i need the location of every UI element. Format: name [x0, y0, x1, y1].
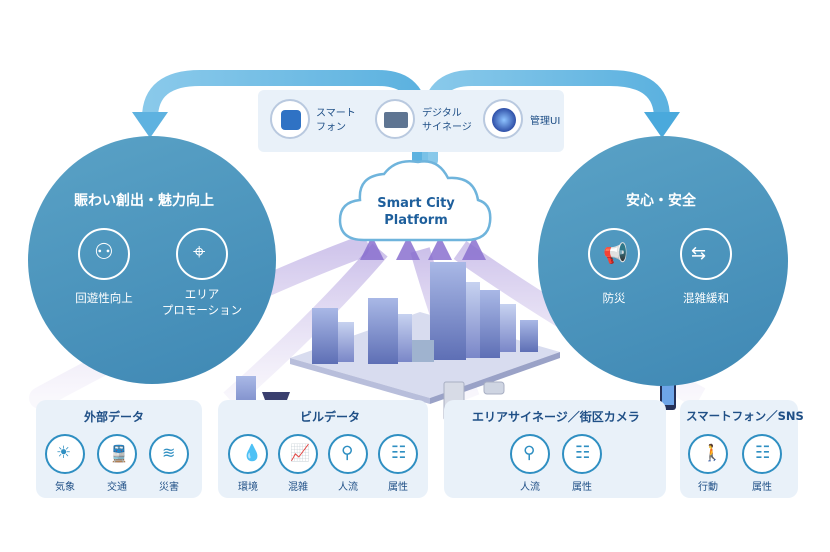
source-external-label-2: 交通: [107, 482, 127, 493]
source-building-ring-1: 💧: [228, 434, 268, 474]
smartphone-app-icon: [281, 110, 301, 130]
source-building-ring-3: ⚲: [328, 434, 368, 474]
right-goal-item-label-2: 混雑緩和: [683, 291, 729, 305]
environment-icon: 💧: [242, 443, 262, 462]
source-panel-signage: [444, 400, 666, 498]
area-map-pin-icon: ⌖: [193, 240, 206, 265]
source-building-label-1: 環境: [238, 482, 258, 493]
source-building-label-3: 人流: [338, 482, 358, 493]
digital-signage-icon: [384, 112, 408, 128]
megaphone-icon: 📢: [603, 241, 628, 265]
channel-icon-2: [375, 99, 415, 139]
source-building-ring-2: 📈: [278, 434, 318, 474]
channel-icon-1: [270, 99, 310, 139]
source-building-label-4: 属性: [388, 482, 408, 493]
source-external-label-1: 気象: [55, 482, 75, 493]
source-title-signage: エリアサイネージ／街区カメラ: [472, 410, 640, 424]
source-signage-label-1: 人流: [520, 482, 540, 493]
source-title-smartphone: スマートフォン／SNS: [686, 409, 804, 423]
platform-title-2: Platform: [384, 213, 448, 228]
source-signage-label-2: 属性: [572, 482, 592, 493]
train-icon: 🚆: [109, 444, 129, 463]
people-flow-icon-2: ⚲: [523, 443, 536, 463]
arrow-right-head: [644, 112, 680, 138]
right-goal-title: 安心・安全: [626, 193, 696, 209]
source-signage-ring-2: ☷: [562, 434, 602, 474]
channel-label-2b: サイネージ: [422, 122, 472, 133]
congestion-chart-icon: 📈: [290, 443, 310, 462]
source-smartphone-ring-2: ☷: [742, 434, 782, 474]
left-goal-item-ring-1: ⚇: [78, 228, 130, 280]
attribute-icon-3: ☷: [755, 443, 771, 463]
attribute-icon-2: ☷: [575, 443, 591, 463]
platform-cloud: [338, 160, 492, 242]
left-goal-item-label-2b: プロモーション: [161, 303, 243, 317]
left-goal-item-label-1: 回遊性向上: [75, 291, 133, 305]
source-title-external: 外部データ: [84, 410, 145, 424]
right-goal-item-ring-2: ⇆: [680, 228, 732, 280]
source-external-ring-1: ☀: [45, 434, 85, 474]
source-smartphone-label-1: 行動: [698, 482, 718, 493]
arrow-left-head: [132, 112, 168, 138]
channel-label-1b: フォン: [316, 122, 346, 133]
right-goal-item-label-1: 防災: [602, 291, 626, 305]
management-ui-icon: [492, 108, 516, 132]
goal-circle-right: [538, 136, 788, 386]
left-goal-item-label-2a: エリア: [184, 287, 220, 301]
goal-circle-left: [28, 136, 276, 384]
crowd-distance-icon: ⇆: [691, 243, 707, 264]
source-external-label-3: 災害: [159, 482, 179, 493]
source-external-ring-3: ≋: [149, 434, 189, 474]
source-title-building: ビルデータ: [300, 410, 361, 424]
channel-label-2a: デジタル: [422, 108, 462, 119]
disaster-icon: ≋: [162, 443, 176, 462]
left-goal-title: 賑わい創出・魅力向上: [74, 193, 214, 209]
source-smartphone-label-2: 属性: [752, 482, 772, 493]
left-goal-item-ring-2: ⌖: [176, 228, 228, 280]
pedestrians-icon: ⚇: [94, 240, 114, 265]
platform-title-1: Smart City: [377, 196, 455, 211]
channel-label-1a: スマート: [316, 108, 356, 119]
source-external-ring-2: 🚆: [97, 434, 137, 474]
source-building-ring-4: ☷: [378, 434, 418, 474]
source-building-label-2: 混雑: [288, 482, 308, 493]
channel-label-3: 管理UI: [530, 116, 561, 127]
attribute-icon: ☷: [391, 443, 407, 463]
source-smartphone-ring-1: 🚶: [688, 434, 728, 474]
people-flow-icon: ⚲: [341, 443, 354, 463]
channel-icon-3: [483, 99, 523, 139]
source-signage-ring-1: ⚲: [510, 434, 550, 474]
weather-icon: ☀: [56, 443, 72, 463]
right-goal-item-ring-1: 📢: [588, 228, 640, 280]
walking-icon: 🚶: [702, 443, 722, 462]
